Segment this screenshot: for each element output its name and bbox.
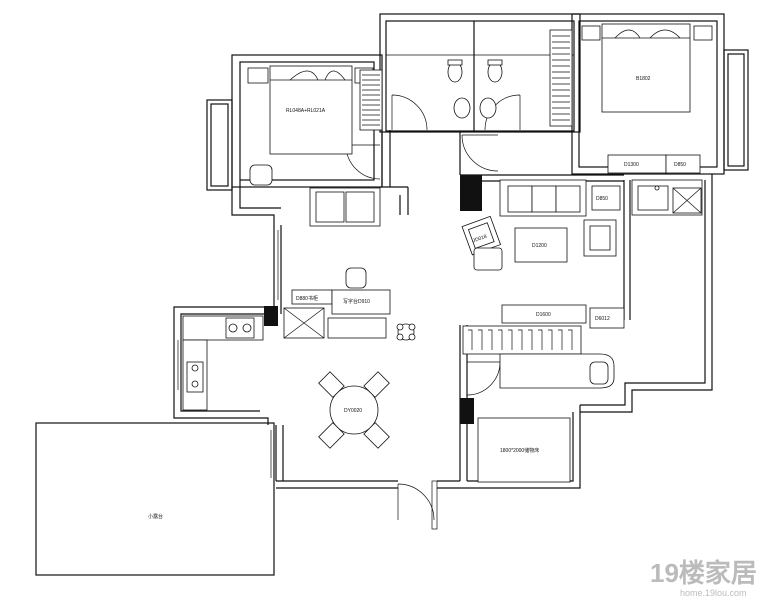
kitchen-left: [182, 315, 264, 411]
side-table-label: D850: [596, 196, 608, 202]
columns: [264, 175, 482, 424]
dining-table-label: DY0020: [344, 408, 362, 414]
master-bedroom: B1802 D1300 D850: [581, 23, 713, 174]
bed-1-label: RL048A+RL021A: [286, 108, 326, 114]
dining-set: DY0020: [318, 371, 390, 449]
watermark-url: home.19lou.com: [680, 588, 747, 598]
tv-cabinet-2-label: D850: [674, 162, 686, 168]
console-side-label: D6012: [595, 316, 610, 322]
bedroom-3: 1800*2000储物床: [462, 325, 615, 483]
doors: [345, 94, 521, 530]
bathrooms: [386, 29, 574, 127]
master-bed-label: B1802: [636, 76, 651, 82]
study-desk: D880书柜 写字台D910: [283, 267, 416, 341]
watermark: 19楼家居 home.19lou.com: [650, 558, 757, 598]
kitchen-right: [631, 179, 703, 216]
coffee-table-label: D1200: [532, 243, 547, 249]
armchair-label: JD018: [472, 234, 488, 245]
console-label: D1600: [536, 312, 551, 318]
tv-cabinet-1-label: D1300: [624, 162, 639, 168]
terrace-label: 小露台: [148, 513, 163, 520]
living-room: D850 D1200 JD018 D1600 D6012: [309, 179, 625, 329]
outer-walls: [173, 13, 749, 489]
bedroom-1: RL048A+RL021A: [247, 65, 383, 186]
windows: [177, 230, 279, 478]
desk-label: D880书柜: [296, 295, 318, 302]
plant-icon: [396, 323, 416, 341]
small-bed-label: 1800*2000储物床: [500, 447, 539, 454]
terrace: 小露台: [35, 422, 275, 576]
watermark-brand: 19楼家居: [650, 558, 757, 588]
desk-2-label: 写字台D910: [343, 298, 370, 305]
